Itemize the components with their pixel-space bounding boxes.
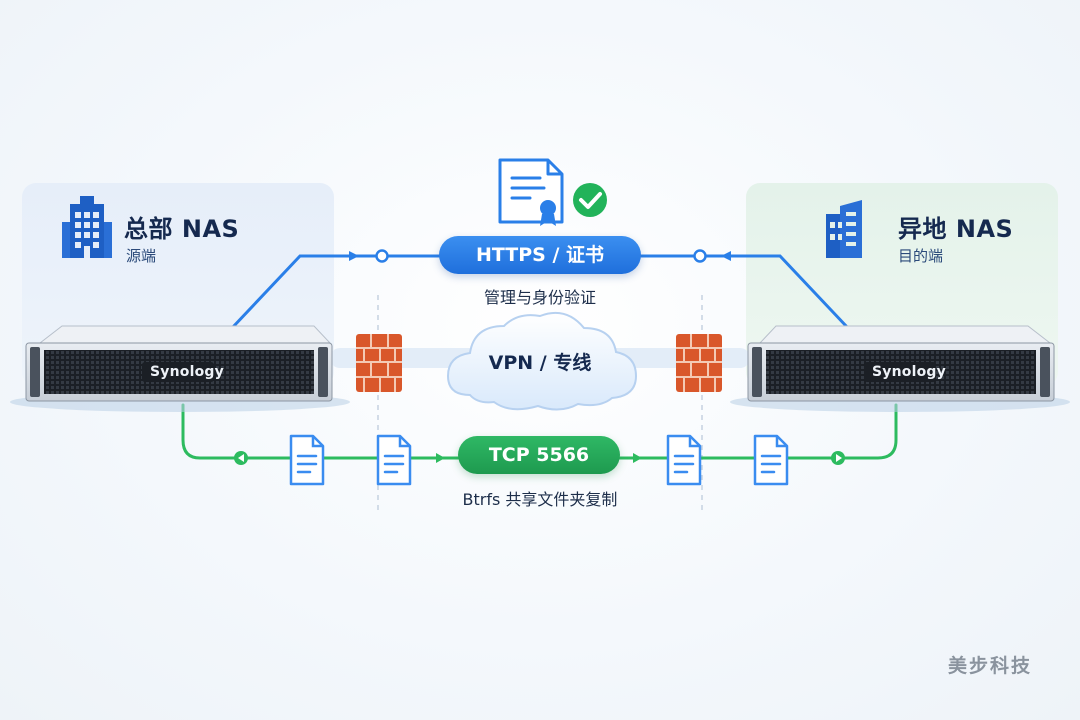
https-channel-pill: HTTPS / 证书: [439, 236, 641, 274]
source-site-subtitle: 源端: [126, 247, 157, 265]
https-link-markers: [349, 249, 731, 263]
cloud-icon: [446, 312, 638, 411]
source-site-title: 总部 NAS: [124, 215, 240, 243]
nas-device-left: [25, 325, 333, 402]
destination-site-subtitle: 目的端: [898, 247, 944, 265]
destination-site-title: 异地 NAS: [898, 215, 1014, 243]
firewall-icon-right: [676, 334, 722, 392]
building-icon-right: [826, 200, 862, 258]
watermark-brand: 美步科技: [948, 655, 1033, 677]
data-channel-pill: TCP 5566: [458, 436, 620, 474]
file-icon: [666, 434, 702, 486]
https-link: [230, 254, 850, 330]
file-icon: [753, 434, 789, 486]
file-icons: [289, 434, 789, 486]
certificate-icon: [498, 158, 564, 226]
data-link: [181, 403, 898, 460]
device-brand-label-right: Synology: [872, 364, 946, 380]
check-badge-icon: [573, 183, 607, 217]
file-icon: [289, 434, 325, 486]
data-link-markers: [234, 451, 845, 465]
nas-device-right: [747, 325, 1055, 402]
building-icon-left: [62, 196, 112, 258]
https-channel-caption: 管理与身份验证: [483, 288, 596, 307]
device-brand-label-left: Synology: [150, 364, 224, 380]
file-icon: [376, 434, 412, 486]
data-channel-caption: Btrfs 共享文件夹复制: [462, 490, 618, 509]
vpn-channel-label: VPN / 专线: [488, 352, 592, 374]
firewall-icon-left: [356, 334, 402, 392]
